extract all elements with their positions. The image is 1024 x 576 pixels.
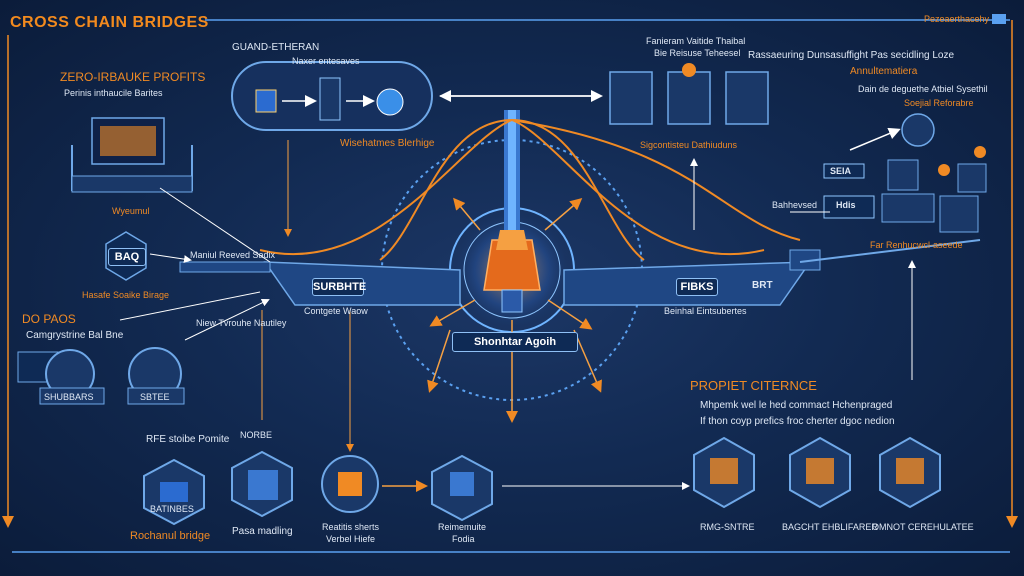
right-lower-line2: If thon coyp prefics froc cherter dgoc n… xyxy=(700,416,895,427)
right-lower-line1: Mhpemk wel le hed commact Hchenpraged xyxy=(700,400,893,411)
bridge-left-arm-label: Maniul Reeved Sadix xyxy=(190,250,276,260)
right-mid-left-label: Bahhevsed xyxy=(772,200,818,210)
outer-frame xyxy=(2,14,1018,553)
top-right-line3: Dain de deguethe Atbiel Sysethil xyxy=(858,84,988,94)
top-center-right-title1: Fanieram Vaitide Thaibal xyxy=(646,36,746,46)
top-center-right-nodes xyxy=(609,63,769,125)
top-right-line2: Annultematiera xyxy=(850,66,918,77)
bottom-center-caption2-line2: Verbel Hiefe xyxy=(326,534,376,544)
bottom-center-caption3-line2: Fodia xyxy=(452,534,475,544)
right-lower-node3-label: OMNOT CEREHULATEE xyxy=(872,522,974,532)
left-mid-node2-label: SBTEE xyxy=(140,392,170,402)
bridge-right-box2: BRT xyxy=(752,280,773,291)
top-right-line1: Rassaeuring Dunsasuffight Pas secidling … xyxy=(748,50,955,61)
page-title: CROSS CHAIN BRIDGES xyxy=(10,14,209,31)
right-lower-node2-label: BAGCHT EHBLIFARER xyxy=(782,522,878,532)
left-mid-nodes xyxy=(17,347,185,405)
right-lower-nodes xyxy=(693,436,941,509)
top-center-right-title2: Bie Reisuse Teheesel xyxy=(654,48,741,58)
left-mid-node1-label: SHUBBARS xyxy=(44,392,94,402)
top-center-right-caption: Sigcontisteu Dathiuduns xyxy=(640,140,738,150)
top-left-box-title: GUAND-ETHERAN xyxy=(232,42,320,53)
bridge-right-caption: Beinhal Eintsubertes xyxy=(664,306,747,316)
right-mid-caption: Far Renhucwcl-aseede xyxy=(870,240,963,250)
left-top-panel-subtitle: Perinis inthaucile Barites xyxy=(64,88,163,98)
right-lower-title: PROPIET CITERNCE xyxy=(690,378,817,393)
bridge-left-box: SURBHTE xyxy=(312,278,366,296)
top-left-flow-box xyxy=(231,61,433,131)
left-mid-subtitle: Camgrystrine Bal Bne xyxy=(26,330,124,341)
right-mid-box1: SEIA xyxy=(830,166,852,176)
corner-marker xyxy=(992,14,1006,24)
left-top-panel-title: ZERO-IRBAUKE PROFITS xyxy=(60,70,206,84)
right-lower-node1-label: RMG-SNTRE xyxy=(700,522,755,532)
right-mid-panel xyxy=(799,113,987,263)
bridge-center-label: Shonhtar Agoih xyxy=(452,332,578,352)
bottom-center-caption1: Pasa madling xyxy=(232,526,293,537)
left-connectors xyxy=(119,140,354,452)
left-top-monitor-panel xyxy=(71,117,193,193)
top-left-box-subtitle: Naxer entesaves xyxy=(292,56,360,66)
bottom-left-node-label: BATINBES xyxy=(150,504,194,514)
right-mid-box2: Hdis xyxy=(836,200,856,210)
top-right-line4: Soejial Reforabre xyxy=(904,98,974,108)
suspension-cables xyxy=(259,119,801,261)
top-left-box-caption: Wisehatmes Blerhige xyxy=(340,138,435,149)
bottom-center-caption3-line1: Reimemuite xyxy=(438,522,487,532)
left-mid-title: DO PAOS xyxy=(22,312,76,326)
bottom-row-nodes xyxy=(143,450,690,526)
bridge-left-caption: Contgete Waow xyxy=(304,306,368,316)
right-connectors xyxy=(690,158,916,380)
left-badge-caption: Hasafe Soaike Birage xyxy=(82,290,170,300)
central-tower-icon xyxy=(483,110,541,313)
bridge-right-box: FIBKS xyxy=(676,278,718,296)
left-top-panel-caption: Wyeumul xyxy=(112,206,150,216)
bridge-left-arm-label2: Niew Tvrouhe Nautiley xyxy=(196,318,287,328)
bottom-left-caption: Rochanul bridge xyxy=(130,530,211,542)
bottom-center-caption2-line1: Reatitis sherts xyxy=(322,522,380,532)
bottom-left-title: RFE stoibe Pomite xyxy=(146,434,230,445)
header-top-right-label: Pezeaerthacehy xyxy=(924,14,990,24)
radial-arrows xyxy=(427,197,602,423)
bottom-center-top-label: NORBE xyxy=(240,430,273,440)
left-badge-label: BAQ xyxy=(108,248,146,266)
